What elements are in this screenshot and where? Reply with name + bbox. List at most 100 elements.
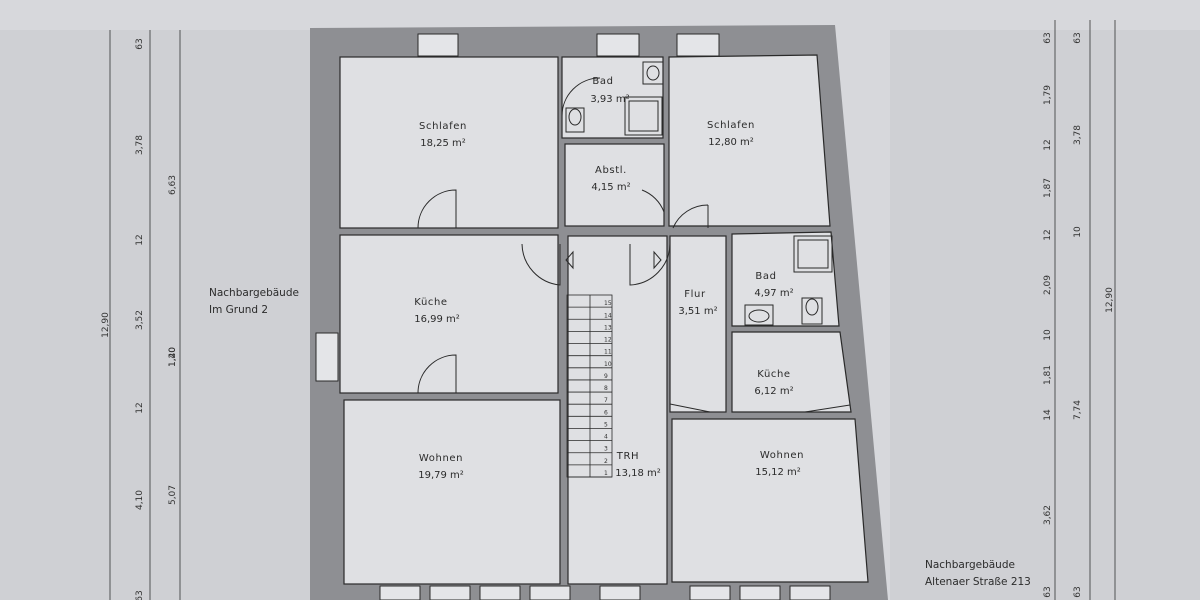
- dimension-label: 63: [1073, 32, 1083, 43]
- neighbor-left-line2: Im Grund 2: [209, 304, 268, 316]
- dimension-label: 63: [1073, 586, 1083, 597]
- dimension-label: 12: [1043, 229, 1053, 240]
- room-wohnen-left: [343, 399, 561, 585]
- stair-step-number: 5: [604, 421, 608, 428]
- dimension-label: 63: [135, 590, 145, 600]
- dimension-label: 63: [135, 38, 145, 49]
- room-name-trh: TRH: [616, 451, 639, 462]
- stair-step-number: 9: [604, 373, 608, 380]
- room-area-bad-right: 4,97 m²: [754, 288, 793, 299]
- dimension-lines: [109, 20, 1116, 600]
- dimension-label: 2,09: [1043, 275, 1053, 295]
- stair-step-number: 7: [604, 397, 608, 404]
- neighbor-right-line2: Altenaer Straße 213: [925, 576, 1031, 588]
- room-area-bad-top: 3,93 m²: [590, 94, 629, 105]
- room-name-abstl: Abstl.: [595, 165, 627, 176]
- stair-step-number: 15: [604, 300, 612, 307]
- room-schlafen-right: [668, 54, 831, 227]
- toilet-right-icon: [801, 297, 823, 325]
- door-swings: [417, 77, 851, 413]
- room-area-abstl: 4,15 m²: [591, 182, 630, 193]
- basin-right-icon: [744, 304, 774, 326]
- dimension-label: 10: [1073, 226, 1083, 238]
- dimension-label: 3,78: [1073, 125, 1083, 145]
- stair-step-number: 2: [604, 458, 608, 465]
- dimension-label: 7,74: [1073, 400, 1083, 420]
- dimension-label: 1,79: [1043, 85, 1053, 105]
- stair-step-number: 6: [604, 409, 608, 416]
- neighbor-labels: Nachbargebäude Im Grund 2 Nachbargebäude…: [209, 287, 1031, 588]
- shower-right-icon: [793, 235, 833, 273]
- room-area-flur: 3,51 m²: [678, 306, 717, 317]
- stair-step-number: 10: [604, 361, 612, 368]
- room-trh: [567, 235, 668, 585]
- dimension-label: 10: [1043, 329, 1053, 341]
- dimension-label: 3,52: [135, 310, 145, 330]
- room-name-flur: Flur: [684, 289, 706, 300]
- room-area-kueche-left: 16,99 m²: [414, 314, 460, 325]
- stair-step-number: 4: [604, 434, 608, 441]
- dimension-labels: 633,78123,52124,10636,631,201,405,0712,9…: [101, 32, 1115, 600]
- dimension-label: 3,78: [135, 135, 145, 155]
- room-schlafen-left: [339, 56, 559, 229]
- dimension-label: 63: [1043, 586, 1053, 597]
- room-name-kueche-left: Küche: [414, 297, 447, 308]
- dimension-label: 4,10: [135, 490, 145, 510]
- stair-step-number: 3: [604, 446, 608, 453]
- room-area-wohnen-left: 19,79 m²: [418, 470, 464, 481]
- room-area-schlafen-right: 12,80 m²: [708, 137, 754, 148]
- neighbor-left-line1: Nachbargebäude: [209, 287, 299, 299]
- room-name-kueche-right: Küche: [757, 369, 790, 380]
- dimension-label: 1,40: [168, 347, 178, 367]
- room-name-schlafen-left: Schlafen: [419, 121, 467, 132]
- stair-step-number: 12: [604, 337, 612, 344]
- dimension-label: 63: [1043, 32, 1053, 43]
- room-labels: Schlafen 18,25 m² Bad 3,93 m² Abstl. 4,1…: [414, 76, 804, 481]
- dimension-label: 1,20: [168, 347, 178, 367]
- room-name-bad-right: Bad: [755, 271, 776, 282]
- room-wohnen-right: [671, 418, 869, 583]
- room-name-wohnen-left: Wohnen: [419, 453, 463, 464]
- neighbor-right-line1: Nachbargebäude: [925, 559, 1015, 571]
- stair-step-number: 11: [604, 349, 612, 356]
- dimension-label: 14: [1043, 409, 1053, 421]
- stair-step-number: 14: [604, 312, 612, 319]
- room-area-schlafen-left: 18,25 m²: [420, 138, 466, 149]
- shower-top-icon: [624, 96, 663, 136]
- dimension-label: 1,81: [1043, 365, 1053, 385]
- stair-step-number: 13: [604, 324, 612, 331]
- room-floors: [339, 54, 869, 585]
- dimension-label: 3,62: [1043, 505, 1053, 525]
- room-name-wohnen-right: Wohnen: [760, 450, 804, 461]
- room-kueche-right: [731, 331, 852, 413]
- room-bad-right: [731, 231, 840, 327]
- stair-step-number: 8: [604, 385, 608, 392]
- room-area-wohnen-right: 15,12 m²: [755, 467, 801, 478]
- dimension-label: 12,90: [1105, 287, 1115, 313]
- room-name-bad-top: Bad: [592, 76, 613, 87]
- windows-top: [417, 33, 720, 57]
- door-arrows: [565, 250, 662, 270]
- dimension-label: 5,07: [168, 485, 178, 505]
- room-flur: [669, 235, 727, 413]
- window-left: [315, 332, 339, 382]
- windows-bottom: [379, 585, 831, 600]
- stair-step-numbers: 15 14 13 12 11 10 9 8 7 6 5 4 3 2 1: [604, 300, 612, 477]
- stair-step-number: 1: [604, 470, 608, 477]
- room-kueche-left: [339, 234, 559, 394]
- dimension-label: 12: [1043, 139, 1053, 150]
- room-abstl: [564, 143, 665, 227]
- dimension-label: 12,90: [101, 312, 111, 338]
- room-name-schlafen-right: Schlafen: [707, 120, 755, 131]
- dimension-label: 1,87: [1043, 178, 1053, 198]
- dimension-label: 12: [135, 402, 145, 413]
- sanitary-fixtures: [565, 61, 833, 326]
- room-area-trh: 13,18 m²: [615, 468, 661, 479]
- dimension-label: 12: [135, 234, 145, 245]
- toilet-top-icon: [565, 107, 585, 133]
- dimension-label: 6,63: [168, 175, 178, 195]
- room-area-kueche-right: 6,12 m²: [754, 386, 793, 397]
- basin-top-icon: [642, 61, 664, 85]
- staircase: [566, 294, 613, 478]
